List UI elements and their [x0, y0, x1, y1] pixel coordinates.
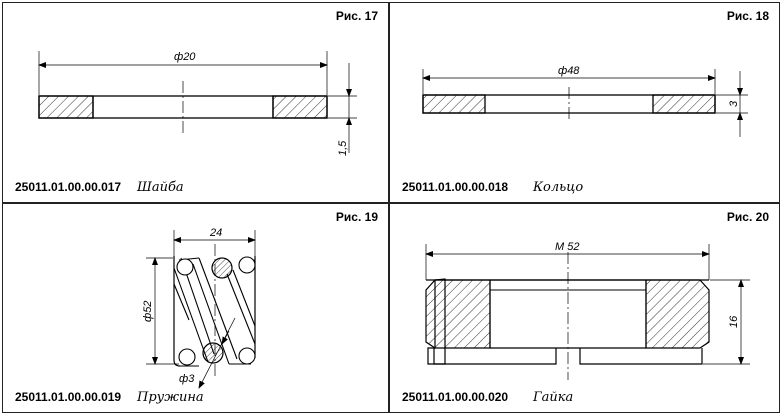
- nut-thread-label: M 52: [555, 241, 579, 253]
- spring-wire-label: ф3: [179, 373, 195, 385]
- figure-number: Рис. 19: [335, 210, 378, 224]
- nut-height-label: 16: [728, 315, 740, 328]
- spring-pitch-dim: 24: [173, 227, 256, 256]
- panel-spring: Рис. 19: [2, 203, 389, 413]
- panel-ring: Рис. 18 ф48: [389, 2, 780, 203]
- washer-thickness-dim: 1,5: [328, 63, 357, 156]
- spring-drawing: 24 ф52 ф3: [142, 227, 256, 389]
- nut-height-dim: 16: [703, 279, 750, 365]
- figure-number: Рис. 17: [335, 9, 378, 23]
- washer-diameter-label: ф20: [174, 51, 196, 63]
- washer-diameter-dim: ф20: [38, 51, 328, 95]
- part-code: 25011.01.00.00.017: [15, 180, 122, 194]
- part-name: Шайба: [137, 180, 184, 195]
- spring-diameter-dim: ф52: [142, 257, 179, 365]
- part-code: 25011.01.00.00.019: [15, 390, 122, 404]
- washer-drawing: ф20 1,5: [38, 51, 357, 156]
- spring-wire-dim: ф3: [179, 317, 236, 389]
- panel-washer: Рис. 17 ф20: [2, 2, 389, 203]
- part-name: Кольцо: [533, 180, 584, 195]
- ring-diameter-label: ф48: [558, 65, 580, 77]
- ring-thickness-label: 3: [728, 100, 740, 107]
- ring-diameter-dim: ф48: [422, 65, 716, 94]
- panel-nut: Рис. 20: [389, 203, 780, 413]
- part-name: Гайка: [533, 390, 574, 405]
- figure-number: Рис. 18: [726, 9, 769, 23]
- nut-section: [425, 278, 710, 365]
- washer-thickness-label: 1,5: [337, 140, 349, 156]
- ring-thickness-dim: 3: [716, 71, 748, 137]
- spring-wire-sections: [176, 256, 256, 366]
- spring-diameter-label: ф52: [142, 301, 154, 322]
- figure-number: Рис. 20: [726, 210, 769, 224]
- part-code: 25011.01.00.00.018: [402, 180, 509, 194]
- nut-thread-dim: M 52: [425, 241, 710, 280]
- nut-drawing: M 52 16: [425, 241, 750, 380]
- part-name: Пружина: [137, 390, 204, 405]
- ring-drawing: ф48 3: [422, 65, 748, 137]
- part-code: 25011.01.00.00.020: [402, 390, 509, 404]
- spring-pitch-label: 24: [209, 227, 222, 239]
